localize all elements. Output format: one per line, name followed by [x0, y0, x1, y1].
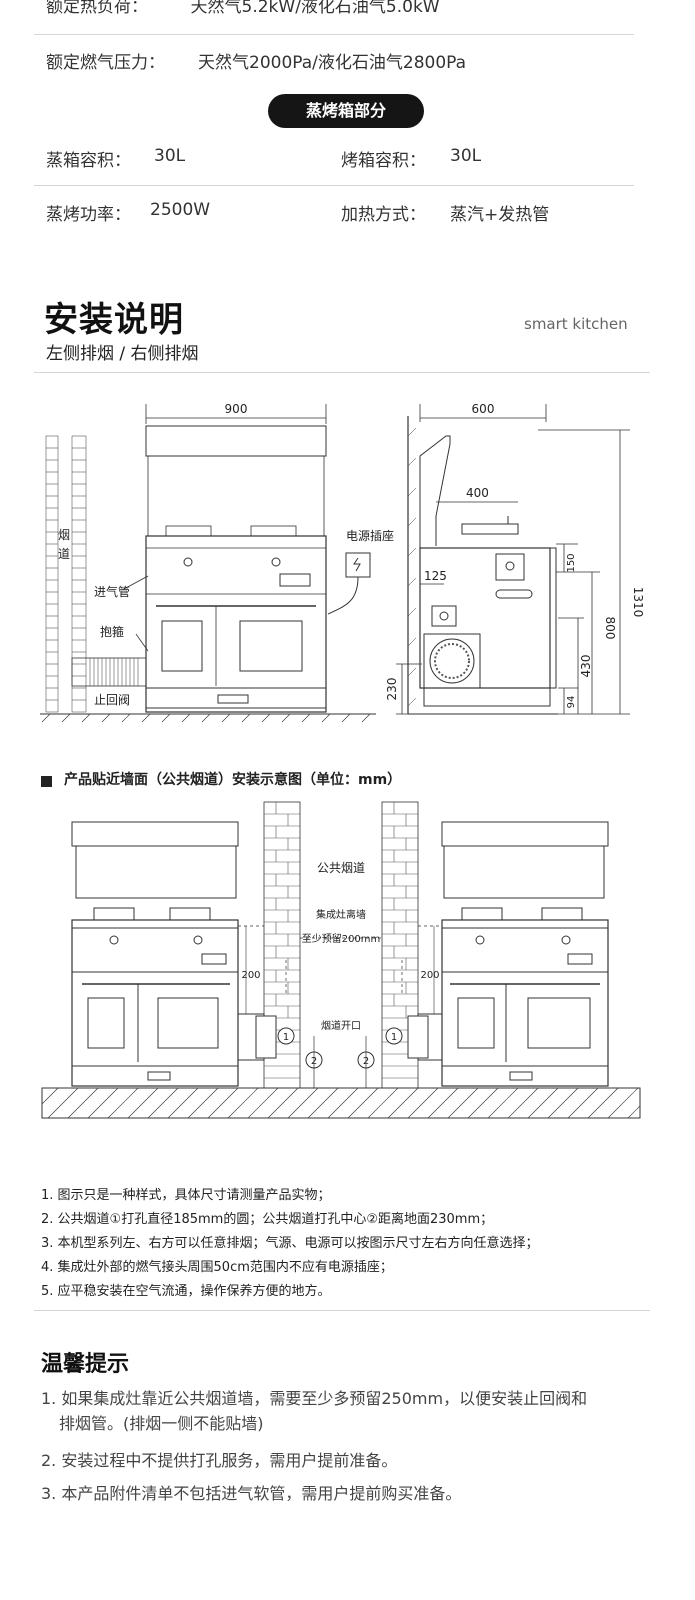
flue-label-1: 烟	[58, 528, 70, 542]
spec-heating-value: 蒸汽+发热管	[450, 205, 550, 225]
spec-power-label: 蒸烤功率：	[46, 205, 131, 225]
install-title: 安装说明	[44, 300, 184, 340]
clamp-label: 抱箍	[100, 624, 124, 639]
wall-install-diagram: 1 2 1 2 公共烟道 集成灶离墙 至少预留200mm 200 200 烟道开…	[41, 801, 641, 1119]
dim-94: 94	[566, 696, 577, 709]
tips-title: 温馨提示	[41, 1352, 130, 1377]
note-item: 3. 本机型系列左、右方可以任意排烟；气源、电源可以按图示尺寸左右方向任意选择；	[41, 1236, 539, 1251]
dim-150: 150	[566, 553, 577, 572]
dim-800: 800	[603, 617, 617, 640]
caption-bullet	[41, 776, 52, 787]
spec-heat-load: 额定热负荷： 天然气5.2kW/液化石油气5.0kW	[46, 0, 440, 17]
spec-gas-pressure-value: 天然气2000Pa/液化石油气2800Pa	[198, 53, 467, 73]
power-socket-label: 电源插座	[346, 528, 394, 543]
front-view-diagram: 900 烟 道 进气管 抱箍 止回阀 电源插座	[40, 402, 394, 723]
distance-wall-label: 集成灶离墙	[316, 908, 366, 921]
spec-power-value: 2500W	[150, 200, 211, 220]
public-flue-label: 公共烟道	[317, 861, 365, 875]
tips-list: 1. 如果集成灶靠近公共烟道墙，需要至少多预留250mm，以便安装止回阀和 排烟…	[41, 1386, 661, 1506]
dim-200-right: 200	[420, 970, 439, 981]
note-item: 5. 应平稳安装在空气流通，操作保养方便的地方。	[41, 1284, 331, 1299]
flue-opening-label: 烟道开口	[321, 1019, 361, 1032]
note-item: 2. 公共烟道①打孔直径185mm的圆；公共烟道打孔中心②距离地面230mm；	[41, 1212, 494, 1227]
note-item: 4. 集成灶外部的燃气接头周围50cm范围内不应有电源插座；	[41, 1260, 393, 1275]
air-inlet-label: 进气管	[94, 584, 130, 599]
tip-item-continued: 排烟管。(排烟一侧不能贴墙)	[59, 1414, 264, 1433]
dim-200-left: 200	[241, 970, 260, 981]
divider	[34, 372, 650, 373]
marker-1-left: 1	[283, 1032, 289, 1043]
notes-list: 1. 图示只是一种样式，具体尺寸请测量产品实物； 2. 公共烟道①打孔直径185…	[41, 1184, 539, 1304]
flue-label-2: 道	[58, 547, 70, 561]
spec-steam-volume-label: 蒸箱容积：	[46, 151, 131, 171]
side-view-diagram: 600 400 125	[385, 402, 645, 715]
min-reserve-label: 至少预留200mm	[302, 932, 381, 945]
dim-430: 430	[579, 655, 593, 678]
divider	[34, 1310, 650, 1311]
spec-oven-volume-label: 烤箱容积：	[341, 151, 426, 171]
dim-125: 125	[424, 569, 447, 583]
dim-900: 900	[225, 402, 248, 416]
spec-gas-pressure-label: 额定燃气压力：	[46, 53, 165, 73]
diagram-caption: 产品贴近墙面（公共烟道）安装示意图（单位：mm）	[64, 772, 402, 788]
brand-text: smart kitchen	[524, 315, 628, 333]
tip-item: 1. 如果集成灶靠近公共烟道墙，需要至少多预留250mm，以便安装止回阀和	[41, 1389, 588, 1408]
spec-oven-volume-value: 30L	[450, 146, 482, 166]
marker-1-right: 1	[391, 1032, 397, 1043]
section-pill-steam-oven: 蒸烤箱部分	[268, 94, 424, 128]
spec-steam-volume-value: 30L	[154, 146, 186, 166]
tip-item: 2. 安装过程中不提供打孔服务，需用户提前准备。	[41, 1451, 398, 1470]
dim-1310: 1310	[631, 587, 645, 618]
divider	[34, 185, 634, 186]
divider	[34, 34, 634, 35]
dim-230: 230	[385, 678, 399, 701]
note-item: 1. 图示只是一种样式，具体尺寸请测量产品实物；	[41, 1188, 331, 1203]
check-valve-label: 止回阀	[94, 693, 130, 707]
tip-item: 3. 本产品附件清单不包括进气软管，需用户提前购买准备。	[41, 1484, 462, 1503]
dim-400: 400	[466, 486, 489, 500]
install-subtitle: 左侧排烟 / 右侧排烟	[46, 344, 199, 364]
spec-heating-label: 加热方式：	[341, 205, 426, 225]
dim-600: 600	[472, 402, 495, 416]
